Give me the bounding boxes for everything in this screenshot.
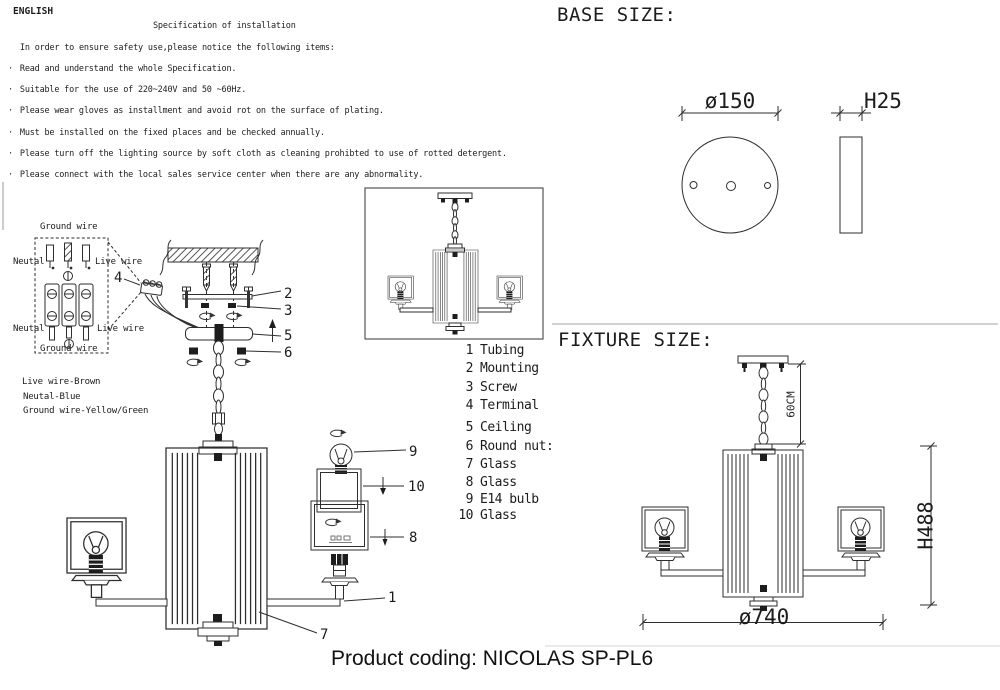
part-number: 3 (465, 380, 474, 395)
bullet-text: Suitable for the use of 220~240V and 50 … (19, 85, 247, 95)
part-name: E14 bulb (480, 492, 539, 507)
chandelier-exploded-drawing (66, 429, 407, 646)
spec-title: Specification of installation (153, 21, 296, 31)
part-row: 5 Ceiling (447, 420, 532, 435)
fixture-height-label: H488 (913, 501, 938, 550)
inset-overview-drawing (364, 187, 544, 340)
callout-9-label: 9 (409, 444, 418, 460)
bullet-text: Must be installed on the fixed places an… (19, 128, 325, 138)
product-coding-text: Product coding: NICOLAS SP-PL6 (331, 647, 654, 670)
legend-neutral: Neutal-Blue (23, 392, 81, 402)
part-number: 6 (465, 439, 474, 454)
base-plate-drawing (678, 106, 871, 234)
ceiling-mount-diagram (159, 239, 282, 442)
part-name: Mounting (480, 361, 539, 376)
callout-3-label: 3 (284, 303, 293, 319)
part-number: 2 (465, 361, 474, 376)
ground-wire-bottom-label: Ground wire (40, 344, 98, 354)
chain-length-label: 60CM (784, 391, 798, 418)
neutral-bottom-label: Neutal (13, 324, 45, 334)
wiring-terminal-diagram (34, 237, 142, 354)
part-row: 4 Terminal (447, 398, 539, 413)
part-row: 6 Round nut: (447, 439, 554, 454)
callout-7-label: 7 (320, 627, 329, 643)
bullet-dot: · (8, 85, 13, 95)
bullet-text: Please connect with the local sales serv… (19, 170, 424, 180)
callout-4-label: 4 (114, 270, 123, 286)
spec-intro: In order to ensure safety use,please not… (20, 43, 335, 53)
spec-bullet-item: · Please turn off the lighting source by … (8, 149, 507, 160)
part-name: Terminal (480, 398, 539, 413)
part-name: Glass (480, 475, 517, 490)
bullet-text: Read and understand the whole Specificat… (19, 64, 237, 74)
part-number: 4 (465, 398, 474, 413)
part-number: 8 (465, 475, 474, 490)
fixture-size-heading: FIXTURE SIZE: (558, 329, 714, 351)
base-size-heading: BASE SIZE: (557, 4, 677, 26)
callout-5-label: 5 (284, 328, 293, 344)
part-name: Glass (480, 457, 517, 472)
part-name: Glass (480, 508, 517, 523)
part-row: 9 E14 bulb (447, 492, 539, 507)
callout-8-label: 8 (409, 530, 418, 546)
spec-bullet-item: · Please wear gloves as installment and a… (8, 106, 384, 117)
base-diameter-label: ø150 (704, 89, 756, 113)
spec-bullet-item: · Must be installed on the fixed places a… (8, 128, 325, 139)
bullet-text: Please turn off the lighting source by s… (19, 149, 507, 159)
bullet-text: Please wear gloves as installment and av… (19, 106, 384, 116)
live-wire-top-label: Live wire (95, 257, 142, 267)
bullet-dot: · (8, 128, 13, 138)
neutral-top-label: Neutal (13, 257, 45, 267)
fixture-size-drawing (545, 323, 1000, 647)
spec-bullet-item: · Read and understand the whole Specifica… (8, 64, 237, 75)
callout-6-label: 6 (284, 345, 293, 361)
bullet-dot: · (8, 170, 13, 180)
legend-ground-wire: Ground wire-Yellow/Green (23, 406, 149, 416)
spec-bullet-item: · Please connect with the local sales ser… (8, 170, 424, 181)
bullet-dot: · (8, 149, 13, 159)
language-label: ENGLISH (13, 6, 54, 17)
part-row: 2 Mounting (447, 361, 539, 376)
part-row: 1 Tubing (447, 343, 525, 358)
part-number: 7 (465, 457, 474, 472)
part-number: 10 (458, 508, 473, 523)
live-wire-bottom-label: Live wire (97, 324, 144, 334)
part-row: 7 Glass (447, 457, 517, 472)
part-number: 9 (465, 492, 474, 507)
part-row: 10 Glass (447, 508, 517, 523)
ground-wire-top-label: Ground wire (40, 222, 98, 232)
legend-live-wire: Live wire-Brown (22, 377, 101, 387)
part-row: 3 Screw (447, 380, 517, 395)
bullet-dot: · (8, 106, 13, 116)
part-name: Ceiling (480, 420, 532, 435)
base-height-label: H25 (864, 89, 902, 113)
spec-bullet-item: · Suitable for the use of 220~240V and 50… (8, 85, 247, 96)
callout-2-label: 2 (284, 286, 293, 302)
part-row: 8 Glass (447, 475, 517, 490)
bullet-dot: · (8, 64, 13, 74)
callout-1-label: 1 (388, 590, 397, 606)
fixture-diameter-label: ø740 (738, 605, 790, 629)
callout-10-label: 10 (408, 479, 425, 495)
part-name: Round nut: (480, 439, 554, 454)
part-name: Tubing (480, 343, 524, 358)
part-number: 5 (465, 420, 474, 435)
part-number: 1 (465, 343, 474, 358)
part-name: Screw (480, 380, 517, 395)
